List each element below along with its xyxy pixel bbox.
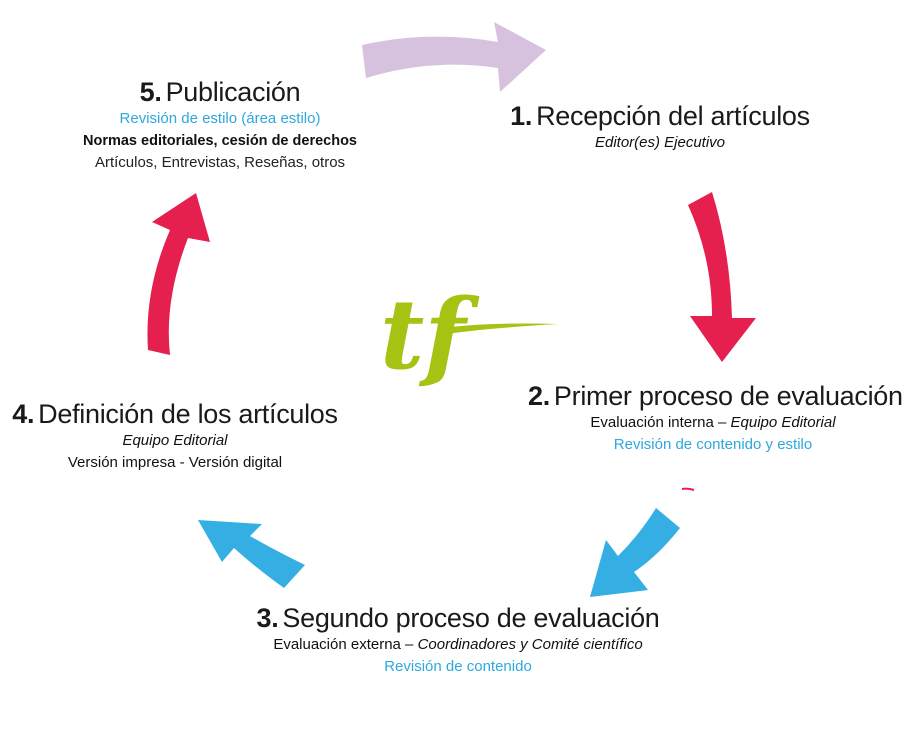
stage-title-text: Definición de los artículos <box>38 399 338 429</box>
stage-line: Normas editoriales, cesión de derechos <box>83 133 357 149</box>
stage-line: Revisión de estilo (área estilo) <box>119 110 321 127</box>
stage-number: 5. <box>139 77 162 107</box>
stage-line: Evaluación interna – Equipo Editorial <box>528 412 898 434</box>
logo-text: tf <box>380 282 480 391</box>
stage-number: 2. <box>528 381 550 411</box>
stage-title: 1.Recepción del artículos <box>495 100 825 132</box>
stage-number: 3. <box>256 603 279 633</box>
stage-line: Editor(es) Ejecutivo <box>594 134 726 151</box>
arrow-definicion-to-publicacion <box>147 193 210 355</box>
arrow-segundo-to-definicion <box>198 520 305 588</box>
stage-number: 4. <box>12 399 35 429</box>
stage-title: 5.Publicación <box>60 76 380 108</box>
stage-title: 3.Segundo proceso de evaluación <box>218 602 698 634</box>
logo-swoosh <box>442 323 558 334</box>
stage-publicacion: 5.Publicación Revisión de estilo (área e… <box>60 76 380 174</box>
stage-line-prefix: Evaluación externa – <box>273 636 418 653</box>
stage-line: Evaluación externa – Coordinadores y Com… <box>218 634 698 656</box>
stage-number: 1. <box>510 101 533 131</box>
stage-line: Artículos, Entrevistas, Reseñas, otros <box>94 154 346 171</box>
arrow-evaluacion-to-segundo <box>590 508 680 597</box>
arrow-publicacion-to-recepcion <box>362 22 546 92</box>
stage-title-text: Publicación <box>165 77 301 107</box>
stage-title-text: Recepción del artículos <box>536 101 810 131</box>
stage-definicion: 4.Definición de los artículos Equipo Edi… <box>0 398 350 474</box>
stage-line-prefix: Evaluación interna – <box>590 414 731 431</box>
tf-logo: tf <box>380 282 558 391</box>
stage-line-role: Equipo Editorial <box>730 414 836 431</box>
stage-line: Equipo Editorial <box>122 432 228 449</box>
decorative-mark <box>681 487 695 491</box>
stage-title-text: Primer proceso de evaluación <box>553 381 903 411</box>
stage-primer-proceso: 2.Primer proceso de evaluación Evaluació… <box>528 380 903 456</box>
arrow-recepcion-to-evaluacion <box>688 192 756 362</box>
stage-line: Versión impresa - Versión digital <box>67 454 283 471</box>
stage-line: Revisión de contenido y estilo <box>613 436 813 453</box>
stage-line: Revisión de contenido <box>384 658 532 675</box>
stage-line-role: Coordinadores y Comité científico <box>417 636 643 653</box>
stage-title-text: Segundo proceso de evaluación <box>282 603 660 633</box>
stage-recepcion: 1.Recepción del artículos Editor(es) Eje… <box>495 100 825 154</box>
stage-title: 2.Primer proceso de evaluación <box>528 380 903 412</box>
stage-title: 4.Definición de los artículos <box>0 398 350 430</box>
stage-segundo-proceso: 3.Segundo proceso de evaluación Evaluaci… <box>218 602 698 678</box>
